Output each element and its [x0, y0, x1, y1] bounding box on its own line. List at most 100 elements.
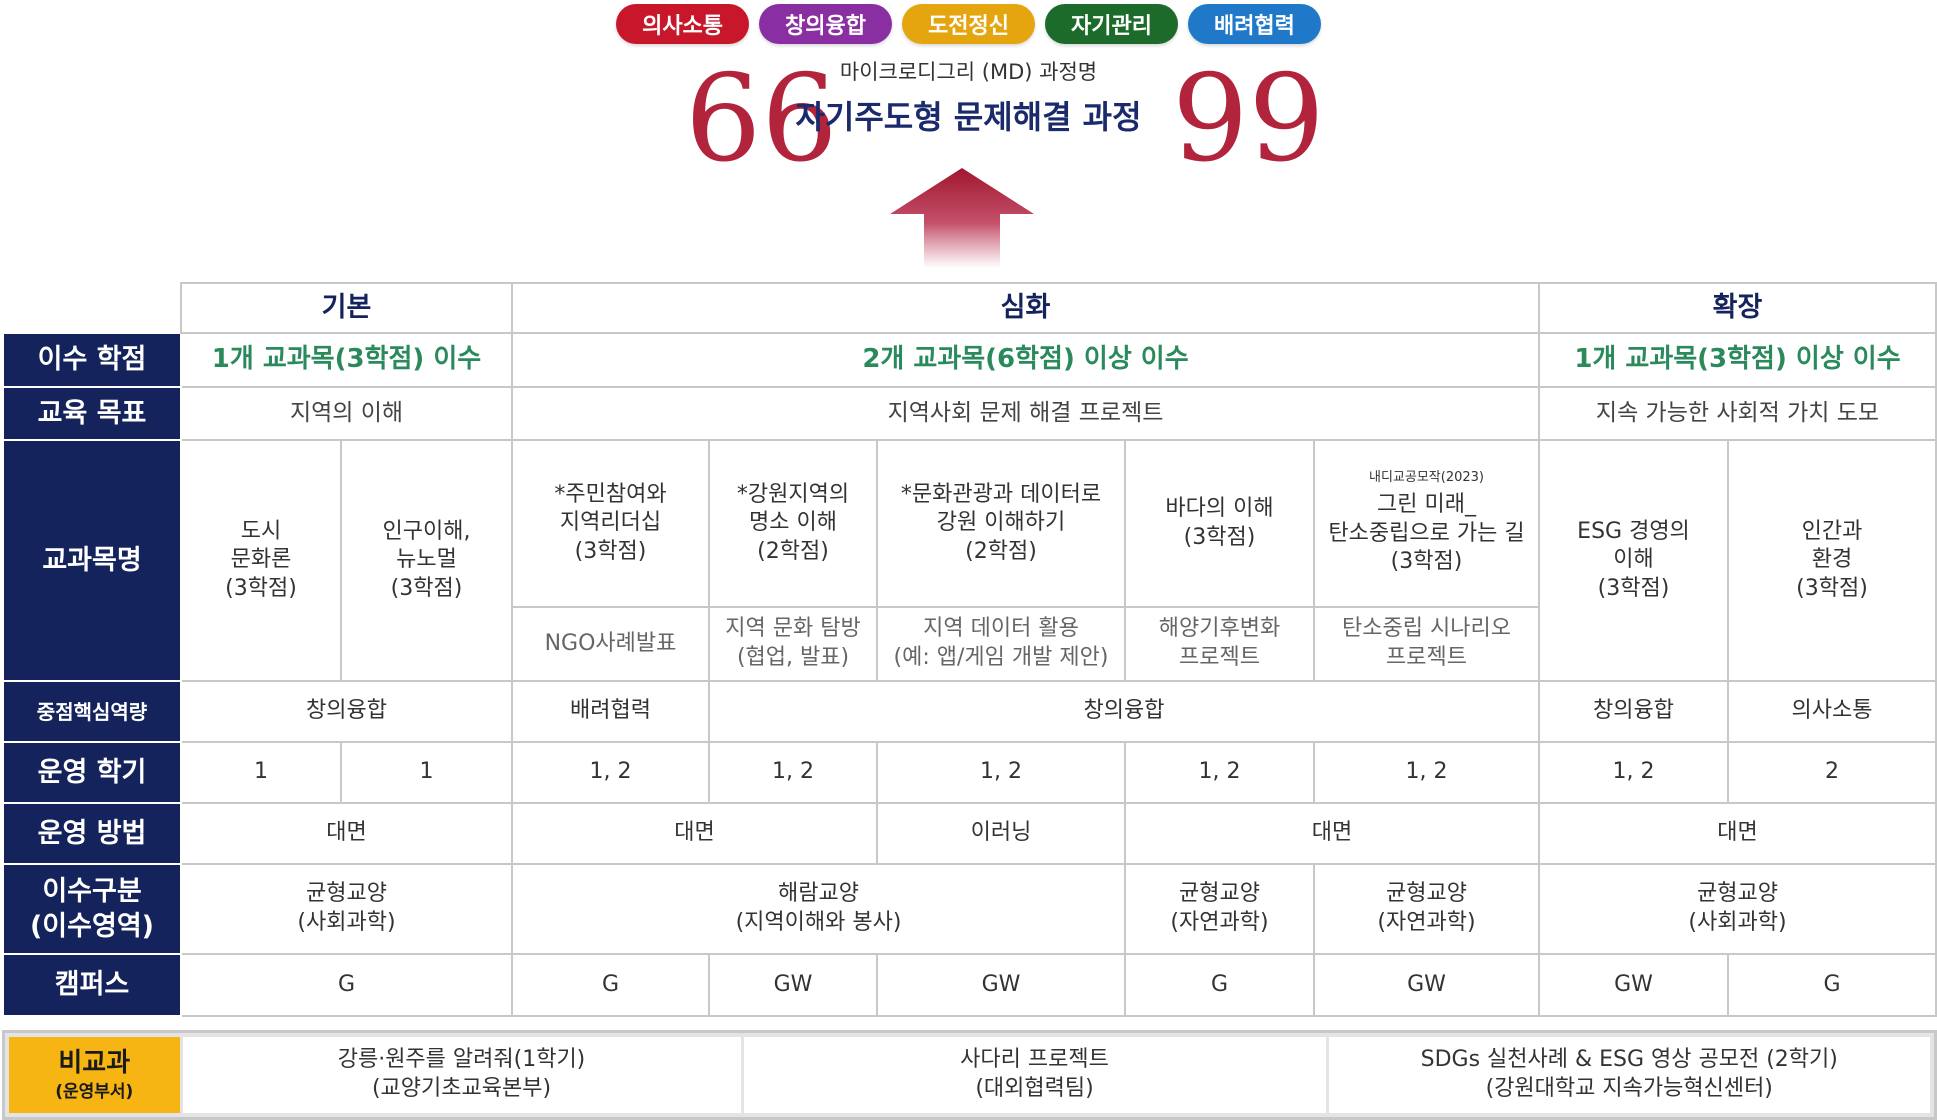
extracurricular-label: 비교과 (운영부서)	[9, 1037, 181, 1113]
stage-extended: 확장	[1538, 282, 1937, 334]
method-cell: 대면	[180, 802, 513, 865]
category-cell: 균형교양 (사회과학)	[180, 863, 513, 955]
program-name: SDGs 실천사례 & ESG 영상 공모전 (2학기)	[1420, 1047, 1838, 1073]
semester-cell: 1	[180, 741, 342, 804]
md-label: 마이크로디그리 (MD) 과정명	[839, 60, 1098, 84]
blank-cell	[3, 283, 181, 333]
activity-cell: 지역 데이터 활용 (예: 앱/게임 개발 제안)	[876, 606, 1126, 682]
course-name: 명소 이해	[749, 510, 837, 536]
activity-text: 지역 문화 탐방	[725, 616, 861, 642]
course-name: 뉴노멀	[396, 547, 457, 573]
activity-text: 프로젝트	[1179, 645, 1260, 670]
course-cell: *강원지역의 명소 이해 (2학점)	[708, 439, 878, 608]
competency-cell: 배려협력	[511, 680, 710, 743]
credits-advanced: 2개 교과목(6학점) 이상 이수	[511, 332, 1540, 388]
stage-row: 기본 심화 확장	[3, 282, 1937, 334]
semester-cell: 1, 2	[1124, 741, 1315, 804]
category-cell: 균형교양 (사회과학)	[1538, 863, 1937, 955]
stage-advanced: 심화	[511, 282, 1540, 334]
course-credit: (3학점)	[574, 538, 647, 564]
activity-text: 프로젝트	[1386, 645, 1467, 670]
course-credit: (3학점)	[390, 575, 463, 601]
semester-cell: 1, 2	[708, 741, 878, 804]
program-dept: (대외협력팀)	[975, 1076, 1094, 1101]
row-label-campus: 캠퍼스	[2, 953, 182, 1017]
activity-text: NGO사례발표	[544, 630, 677, 656]
row-label-goal: 교육 목표	[2, 386, 182, 441]
category-text: (사회과학)	[1688, 910, 1787, 935]
campus-cell: G	[1727, 953, 1937, 1017]
semester-cell: 1, 2	[876, 741, 1126, 804]
method-row: 운영 방법 대면 대면 이러닝 대면 대면	[2, 802, 1937, 865]
activity-cell: NGO사례발표	[511, 606, 710, 682]
semester-cell: 2	[1727, 741, 1937, 804]
activity-cell: 해양기후변화 프로젝트	[1124, 606, 1315, 682]
row-label-semester: 운영 학기	[2, 741, 182, 804]
competency-cell: 창의융합	[180, 680, 513, 743]
course-cell: *문화관광과 데이터로 강원 이해하기 (2학점)	[876, 439, 1126, 608]
goal-extended: 지속 가능한 사회적 가치 도모	[1538, 386, 1937, 441]
course-credit: (2학점)	[757, 538, 829, 564]
method-cell: 대면	[511, 802, 878, 865]
campus-cell: GW	[876, 953, 1126, 1017]
course-cell: 내디교공모작(2023) 그린 미래_ 탄소중립으로 가는 길 (3학점)	[1313, 439, 1540, 608]
category-text: 해람교양	[778, 881, 859, 907]
category-text: (지역이해와 봉사)	[735, 910, 902, 935]
activity-text: (예: 앱/게임 개발 제안)	[893, 645, 1109, 670]
activity-cell: 지역 문화 탐방 (협업, 발표)	[708, 606, 878, 682]
competency-cell: 창의융합	[708, 680, 1540, 743]
course-name: 바다의 이해	[1165, 495, 1274, 521]
row-label-category-line: (이수영역)	[29, 911, 155, 942]
competency-tag: 의사소통	[616, 4, 750, 44]
course-cell: 바다의 이해 (3학점)	[1124, 439, 1315, 608]
program-name: 강릉·원주를 알려줘(1학기)	[337, 1047, 586, 1073]
row-label-courses: 교과목명	[2, 439, 182, 682]
course-credit: (3학점)	[1796, 575, 1868, 601]
close-quote-icon: 99	[1172, 50, 1325, 189]
competency-cell: 의사소통	[1727, 680, 1937, 743]
course-credit: (2학점)	[965, 538, 1037, 564]
page-title: 자기주도형 문제해결 과정	[795, 98, 1142, 136]
credits-basic: 1개 교과목(3학점) 이수	[180, 332, 513, 388]
category-cell: 해람교양 (지역이해와 봉사)	[511, 863, 1126, 955]
credits-row: 이수 학점 1개 교과목(3학점) 이수 2개 교과목(6학점) 이상 이수 1…	[2, 332, 1937, 388]
campus-row: 캠퍼스 G G GW GW G GW GW G	[2, 953, 1937, 1017]
activity-cell: 탄소중립 시나리오 프로젝트	[1313, 606, 1540, 682]
stage-basic: 기본	[180, 282, 513, 334]
course-cell: 도시 문화론 (3학점)	[180, 439, 342, 682]
program-name: 사다리 프로젝트	[960, 1047, 1109, 1073]
row-label-category: 이수구분 (이수영역)	[2, 863, 182, 955]
course-cell: ESG 경영의 이해 (3학점)	[1538, 439, 1729, 682]
row-label-category-line: 이수구분	[42, 875, 142, 907]
category-text: 균형교양	[306, 881, 387, 907]
row-label-method: 운영 방법	[2, 802, 182, 865]
campus-cell: GW	[708, 953, 878, 1017]
contest-note: 내디교공모작(2023)	[1369, 470, 1484, 486]
competency-tag: 배려협력	[1187, 4, 1321, 44]
campus-cell: G	[511, 953, 710, 1017]
credits-extended: 1개 교과목(3학점) 이상 이수	[1538, 332, 1937, 388]
competency-row: 중점핵심역량 창의융합 배려협력 창의융합 창의융합 의사소통	[2, 680, 1937, 743]
course-name: 환경	[1811, 547, 1853, 573]
category-text: (사회과학)	[297, 910, 396, 935]
course-name: 탄소중립으로 가는 길	[1328, 520, 1525, 546]
semester-cell: 1, 2	[1313, 741, 1540, 804]
competency-cell: 창의융합	[1538, 680, 1729, 743]
semester-cell: 1, 2	[1538, 741, 1729, 804]
campus-cell: GW	[1538, 953, 1729, 1017]
method-cell: 이러닝	[876, 802, 1126, 865]
campus-cell: G	[180, 953, 513, 1017]
category-text: 균형교양	[1386, 881, 1467, 907]
course-name: 지역리더십	[559, 510, 662, 536]
program-dept: (강원대학교 지속가능혁신센터)	[1485, 1076, 1773, 1101]
course-name: ESG 경영의	[1577, 518, 1690, 544]
campus-cell: G	[1124, 953, 1315, 1017]
curriculum-table: 기본 심화 확장 이수 학점 1개 교과목(3학점) 이수 2개 교과목(6학점…	[2, 282, 1937, 1017]
goal-basic: 지역의 이해	[180, 386, 513, 441]
goal-advanced: 지역사회 문제 해결 프로젝트	[511, 386, 1540, 441]
course-name: 인구이해,	[382, 518, 471, 544]
course-name: *강원지역의	[736, 481, 850, 507]
method-cell: 대면	[1124, 802, 1540, 865]
campus-cell: GW	[1313, 953, 1540, 1017]
activity-row: NGO사례발표 지역 문화 탐방 (협업, 발표) 지역 데이터 활용 (예: …	[3, 606, 1936, 682]
